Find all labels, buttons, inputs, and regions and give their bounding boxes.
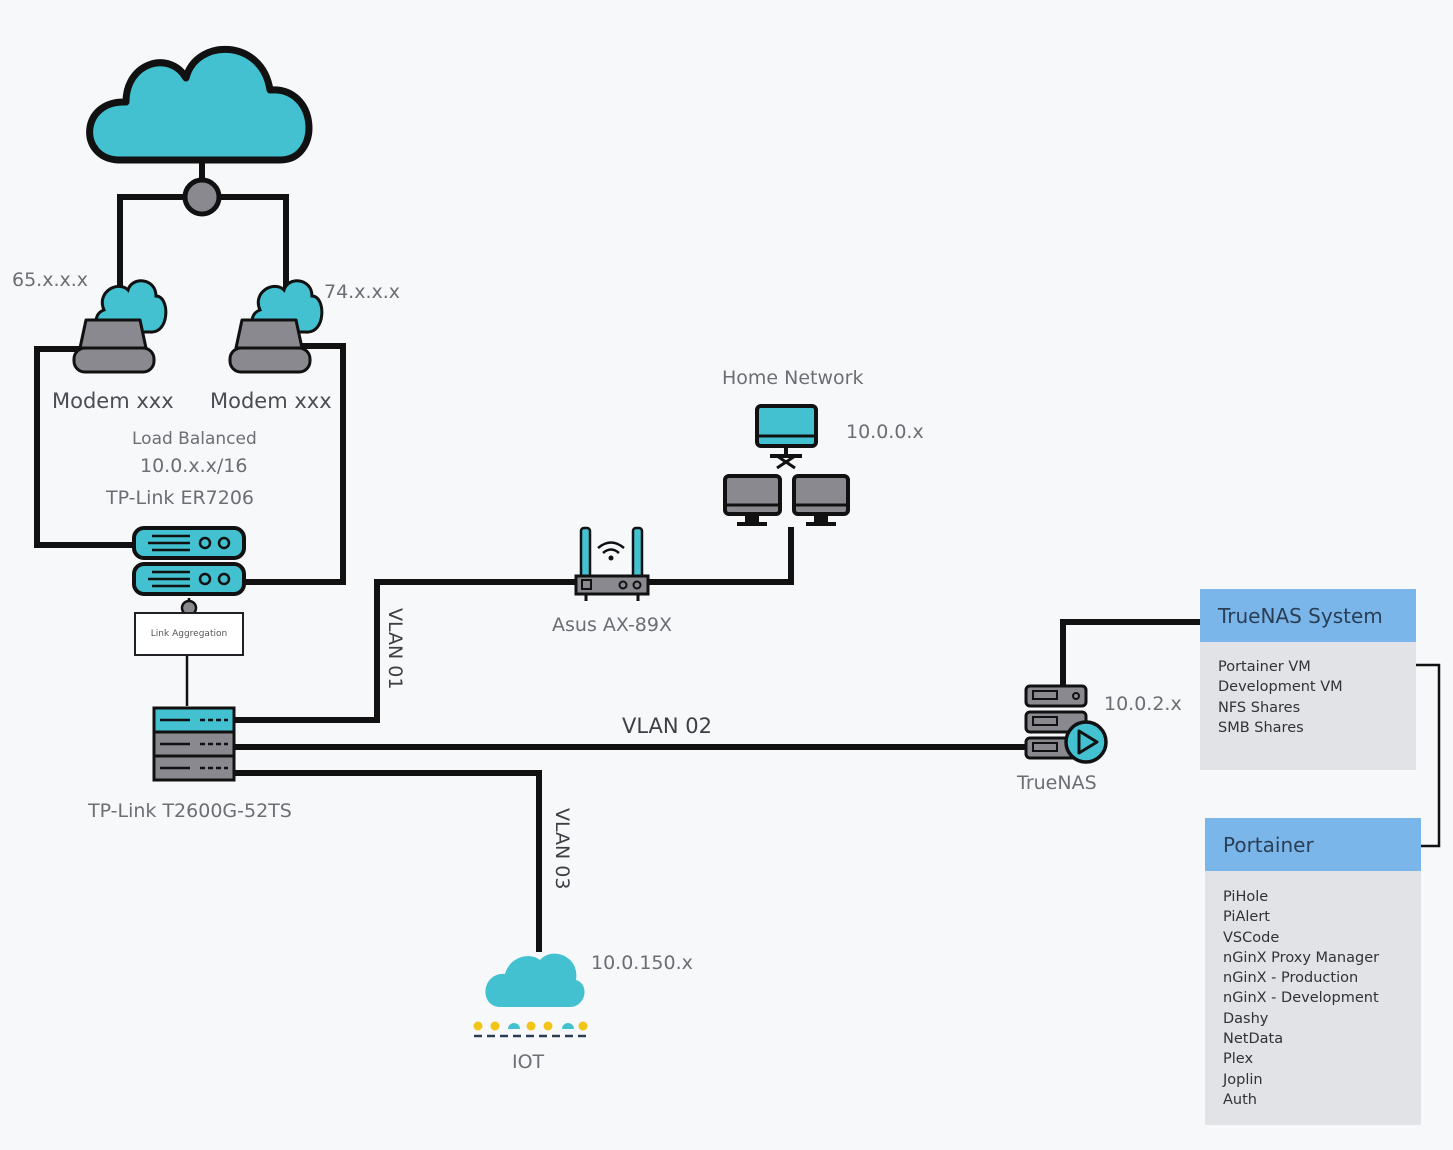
truenas-system-panel: TrueNAS System Portainer VM Development …: [1200, 589, 1416, 770]
vlan03-label: VLAN 03: [551, 808, 573, 890]
portainer-item: PiAlert: [1223, 909, 1270, 926]
switch-name-label: TP-Link T2600G-52TS: [88, 800, 292, 822]
modem1-router-line: [34, 346, 137, 548]
home-network-label: Home Network: [722, 367, 864, 389]
modem-left-icon: [72, 279, 168, 374]
iot-name-label: IOT: [512, 1051, 545, 1073]
modem-right-icon: [228, 279, 324, 374]
truenas-server-icon: [1024, 684, 1108, 764]
vlan03-line: [234, 770, 542, 952]
internet-cloud-icon: [86, 45, 313, 217]
link-aggregation-label: Link Aggregation: [150, 629, 228, 639]
portainer-item: nGinX - Production: [1223, 970, 1359, 987]
truenas-subnet-label: 10.0.2.x: [1104, 693, 1182, 715]
portainer-list: PiHole PiAlert VSCode nGinX Proxy Manage…: [1205, 871, 1421, 1124]
vlan01-line: [234, 579, 578, 723]
portainer-title: Portainer: [1205, 818, 1421, 871]
portainer-panel: Portainer PiHole PiAlert VSCode nGinX Pr…: [1205, 818, 1421, 1125]
switch-icon: [152, 706, 236, 782]
truenas-item: Development VM: [1218, 679, 1343, 696]
vlan01-label: VLAN 01: [384, 608, 406, 690]
router-subnet-label: 10.0.x.x/16: [140, 455, 248, 477]
home-network-icon: [723, 404, 850, 526]
home-subnet-label: 10.0.0.x: [846, 421, 924, 443]
portainer-item: PiHole: [1223, 889, 1269, 905]
truenas-system-list: Portainer VM Development VM NFS Shares S…: [1200, 642, 1416, 752]
portainer-item: Joplin: [1223, 1071, 1263, 1088]
modem2-label: Modem xxx: [210, 389, 332, 413]
wan2-ip-label: 74.x.x.x: [324, 281, 401, 303]
portainer-item: Auth: [1223, 1091, 1257, 1108]
wan1-ip-label: 65.x.x.x: [12, 269, 89, 291]
modem1-label: Modem xxx: [52, 389, 174, 413]
router-name-label: TP-Link ER7206: [106, 487, 255, 509]
wan-line-left: [117, 194, 185, 290]
ap-name-label: Asus AX-89X: [552, 614, 672, 636]
iot-subnet-label: 10.0.150.x: [591, 952, 693, 974]
link-aggregation-box: Link Aggregation: [134, 612, 244, 656]
portainer-item: VSCode: [1223, 929, 1280, 946]
truenas-item: NFS Shares: [1218, 699, 1301, 716]
wifi-router-icon: [574, 526, 650, 601]
load-balanced-label: Load Balanced: [132, 429, 257, 449]
router-icon: [132, 526, 246, 617]
portainer-item: NetData: [1223, 1031, 1284, 1048]
portainer-item: Dashy: [1223, 1010, 1269, 1027]
vlan02-label: VLAN 02: [622, 714, 713, 738]
iot-cloud-icon: [473, 953, 590, 1038]
ap-home-line: [648, 527, 794, 585]
portainer-item: Plex: [1223, 1051, 1254, 1068]
wan-line-right: [218, 194, 289, 290]
truenas-item: Portainer VM: [1218, 659, 1311, 675]
truenas-system-title: TrueNAS System: [1200, 589, 1416, 642]
truenas-system-line: [1060, 619, 1202, 688]
modem2-router-line: [243, 343, 346, 585]
truenas-name-label: TrueNAS: [1017, 772, 1097, 794]
truenas-item: SMB Shares: [1218, 719, 1304, 736]
portainer-item: nGinX - Development: [1223, 990, 1379, 1007]
portainer-item: nGinX Proxy Manager: [1223, 949, 1380, 966]
